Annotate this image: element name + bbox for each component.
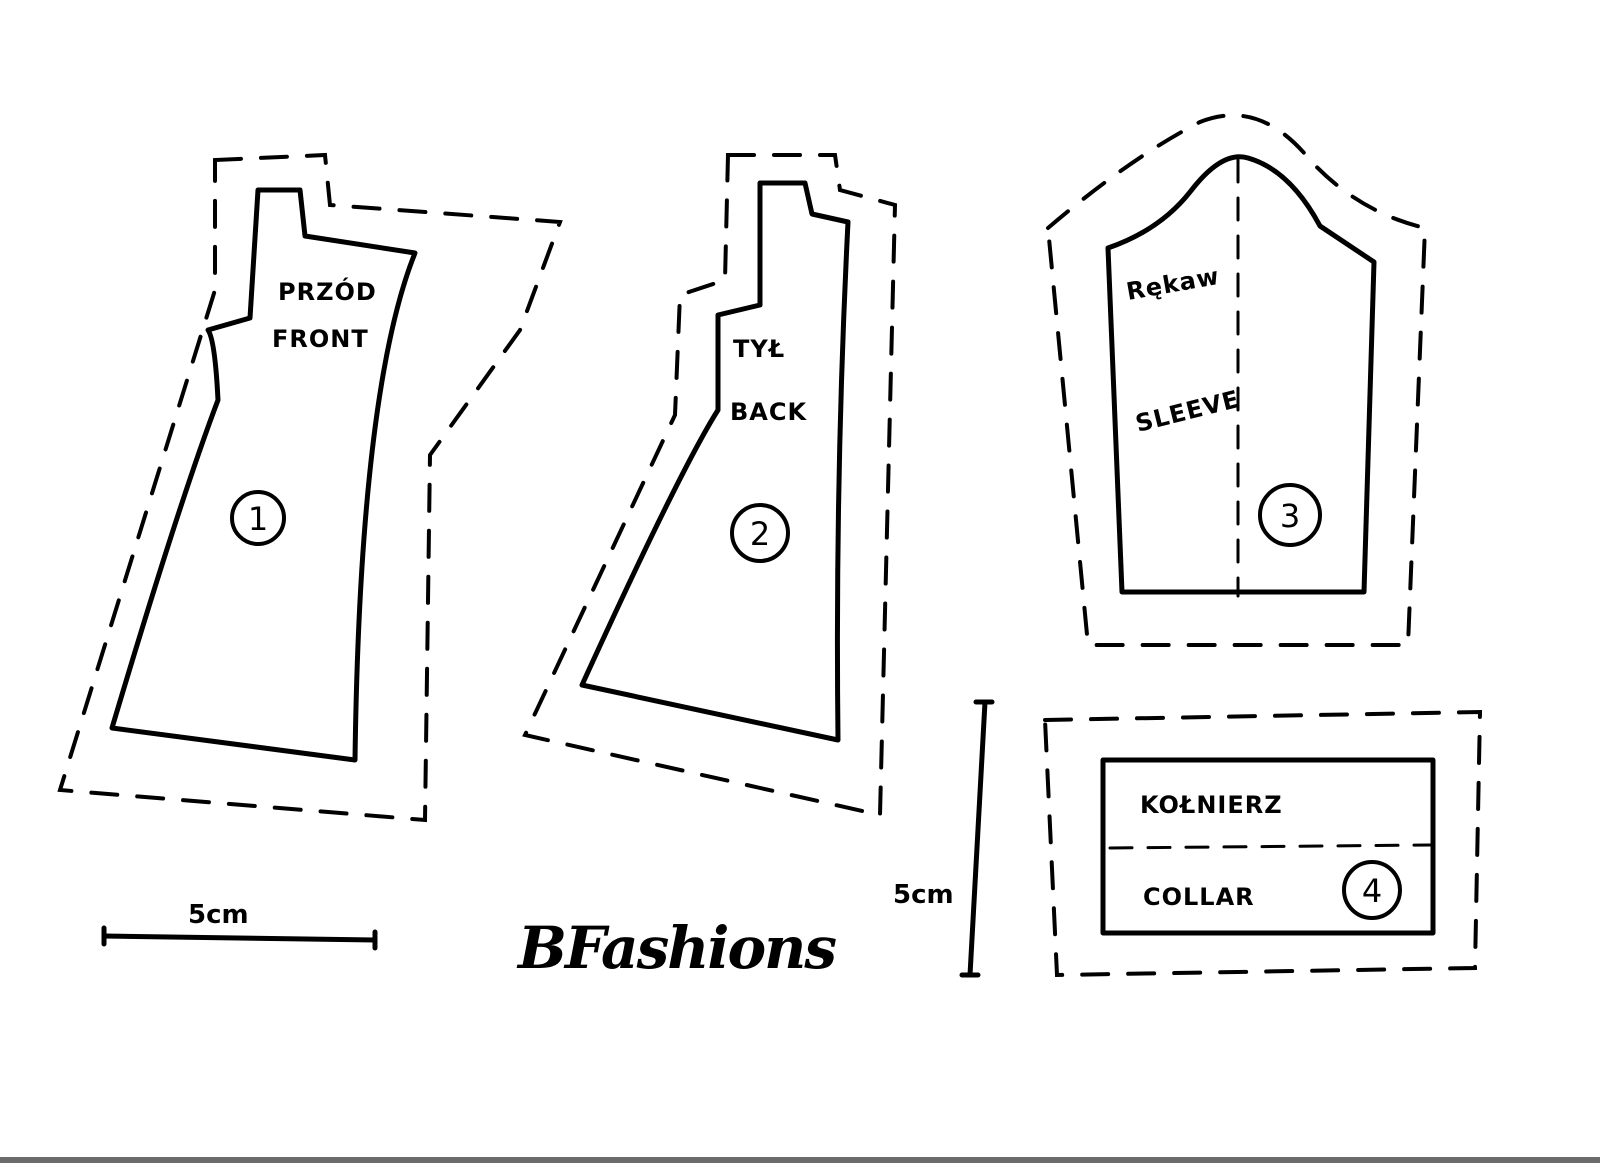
horizontal-scale-label: 5cm (188, 900, 249, 930)
horizontal-scale-bar (101, 933, 378, 943)
back-piece: TYŁ BACK 2 (522, 153, 898, 818)
collar-number-circle (1342, 860, 1402, 920)
horizontal-scale: 5cm (101, 900, 378, 951)
front-label-en: FRONT (272, 325, 369, 353)
front-number-circle (230, 490, 286, 546)
collar-fold-line (1108, 843, 1432, 850)
front-cut-line (109, 187, 418, 763)
collar-seam-allowance (1042, 709, 1483, 978)
sleeve-label-en: SLEEVE (1133, 385, 1243, 438)
collar-piece: KOŁNIERZ COLLAR 4 (1042, 709, 1483, 978)
vertical-scale-label: 5cm (893, 880, 954, 910)
sleeve-cut-line (1105, 154, 1377, 595)
collar-label-pl: KOŁNIERZ (1140, 791, 1283, 819)
collar-cut-line (1100, 757, 1436, 936)
back-seam-allowance (522, 153, 898, 818)
front-piece: PRZÓD FRONT 1 (57, 152, 563, 823)
sleeve-label-pl: Rękaw (1124, 262, 1222, 306)
sleeve-seam-allowance (1045, 113, 1428, 647)
vertical-scale-bar (967, 699, 988, 978)
vertical-scale: 5cm (893, 699, 995, 978)
sleeve-number: 3 (1280, 497, 1300, 535)
back-label-pl: TYŁ (733, 335, 785, 363)
brand-logo: BFashions (516, 914, 836, 982)
back-cut-line (579, 180, 851, 743)
back-number: 2 (750, 515, 770, 553)
bottom-edge (0, 1157, 1600, 1163)
back-label-en: BACK (730, 398, 807, 426)
sleeve-number-circle (1258, 483, 1322, 547)
sleeve-piece: Rękaw SLEEVE 3 (1045, 113, 1428, 647)
collar-label-en: COLLAR (1143, 883, 1255, 911)
back-number-circle (730, 503, 790, 563)
collar-number: 4 (1362, 872, 1382, 910)
front-seam-allowance (57, 152, 563, 823)
front-number: 1 (248, 500, 268, 538)
front-label-pl: PRZÓD (278, 276, 377, 306)
